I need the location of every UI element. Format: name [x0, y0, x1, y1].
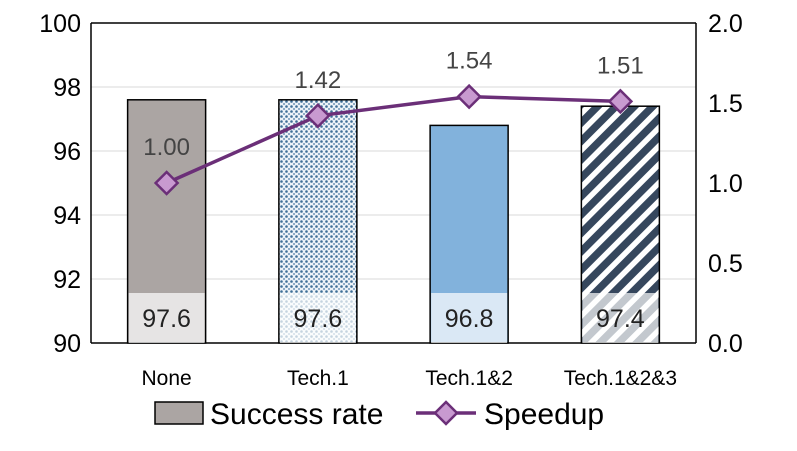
x-tick-label: None: [142, 367, 192, 390]
speedup-marker: [607, 88, 634, 115]
speedup-value-label: 1.00: [143, 134, 190, 161]
speedup-value-label: 1.54: [446, 48, 493, 75]
bar-value-box: [128, 293, 205, 343]
bar-value-label: 97.4: [596, 305, 645, 333]
y-right-tick-label: 0.5: [708, 250, 743, 278]
y-left-tick-label: 92: [53, 266, 81, 294]
speedup-line-layer: [153, 83, 634, 196]
y-right-tick-label: 2.0: [708, 10, 743, 38]
y-left-tick-label: 94: [53, 202, 81, 230]
bar-value-box: [431, 293, 508, 343]
y-left-tick-label: 90: [53, 330, 81, 358]
bar-value-box: [279, 293, 356, 343]
x-tick-label: Tech.1&2&3: [564, 367, 677, 390]
y-left-tick-label: 98: [53, 74, 81, 102]
legend-label-speedup: Speedup: [484, 398, 604, 431]
speedup-marker: [456, 83, 482, 110]
speedup-value-label: 1.42: [295, 67, 342, 94]
legend: Success rate Speedup: [154, 398, 604, 431]
bar-value-box: [582, 293, 659, 343]
legend-label-success-rate: Success rate: [210, 398, 383, 431]
bar-value-label: 97.6: [142, 305, 191, 333]
x-tick-label: Tech.1&2: [425, 367, 513, 390]
y-right-tick-label: 1.5: [708, 90, 743, 118]
speedup-line: [165, 94, 621, 185]
speedup-marker: [153, 170, 180, 196]
y-left-tick-label: 100: [39, 10, 81, 38]
bars: [126, 99, 661, 344]
bar-value-label: 97.6: [294, 305, 343, 333]
speedup-marker: [305, 103, 331, 129]
y-left-tick-label: 96: [53, 138, 81, 166]
legend-swatch-success-rate: [154, 401, 204, 425]
data-labels: 97.6 97.6 96.8 97.4 1.00 1.42 1.54 1.51: [128, 48, 659, 343]
legend-marker-speedup: [433, 400, 459, 426]
y-right-tick-label: 0.0: [708, 330, 743, 358]
x-tick-label: Tech.1: [287, 367, 349, 390]
speedup-value-label: 1.51: [597, 52, 644, 79]
bar-value-label: 96.8: [445, 305, 494, 333]
y-right-tick-label: 1.0: [708, 170, 743, 198]
